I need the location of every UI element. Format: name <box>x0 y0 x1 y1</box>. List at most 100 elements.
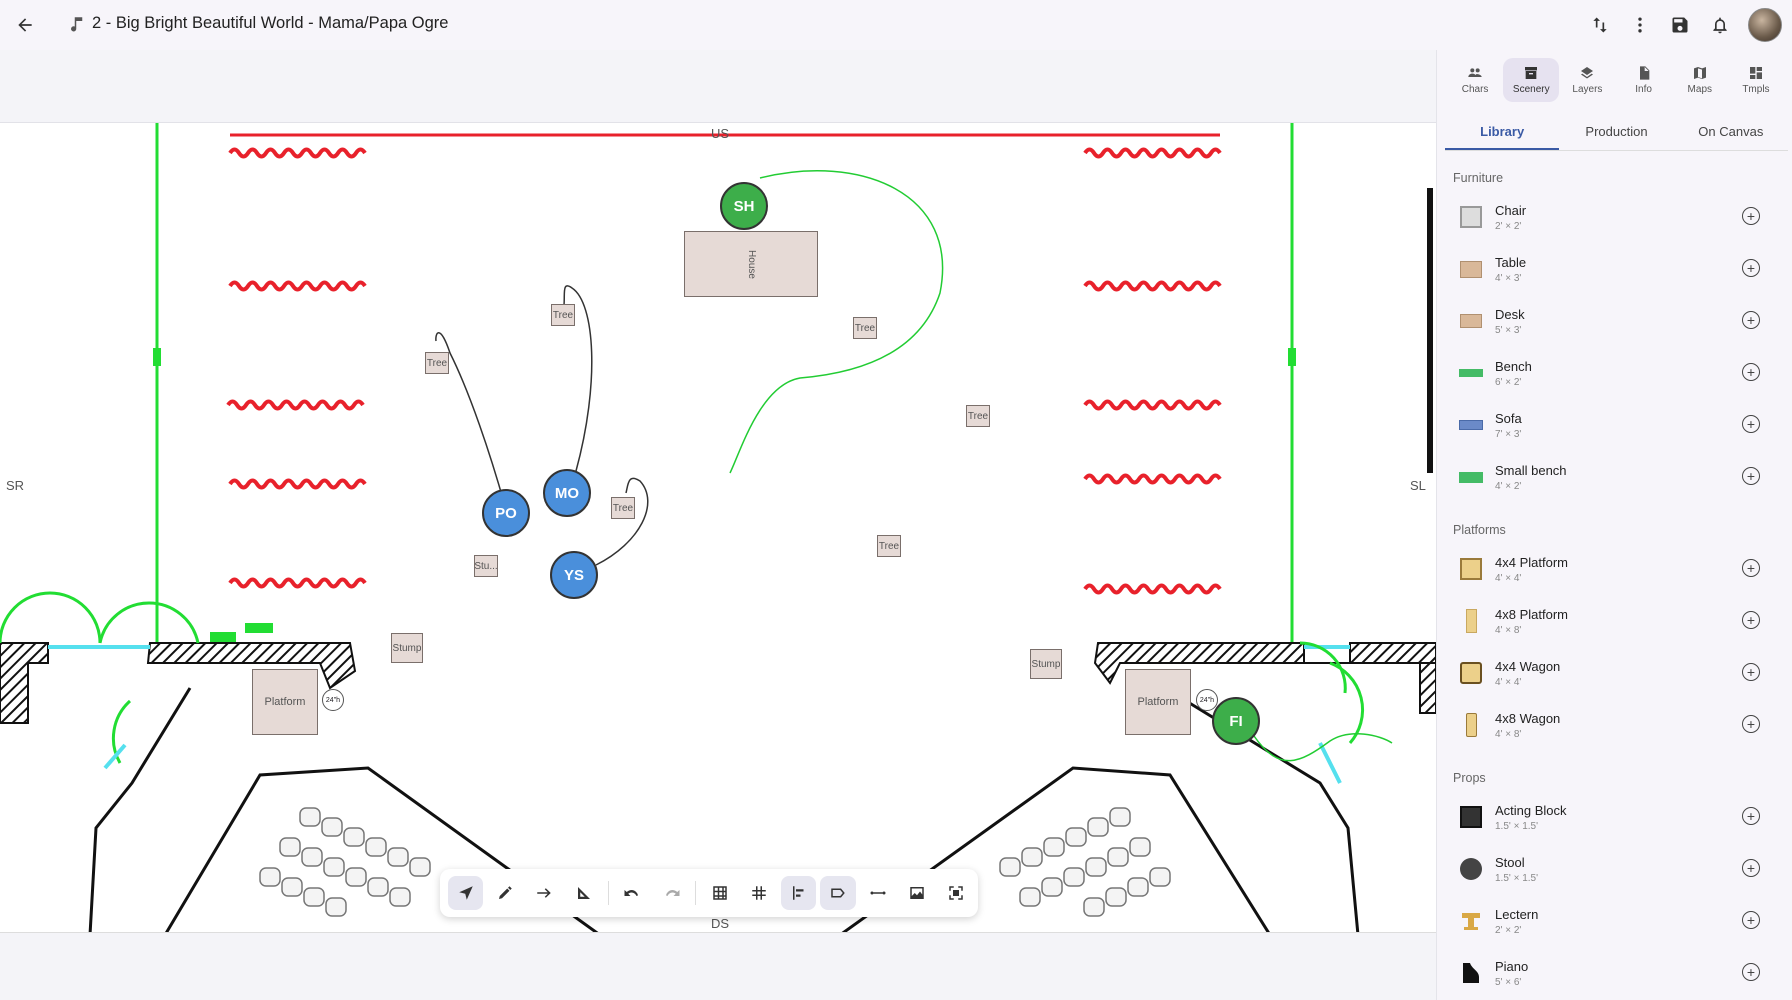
section-heading-props: Props <box>1453 771 1486 785</box>
nav-tmpls[interactable]: Tmpls <box>1728 58 1784 102</box>
toolbar-divider <box>695 881 697 905</box>
house-set-piece[interactable]: House <box>684 231 818 297</box>
sort-button[interactable] <box>1580 8 1620 42</box>
stump-prop[interactable]: Stump <box>1030 649 1062 679</box>
riser-height-badge: 24"h <box>322 689 344 711</box>
tree-prop[interactable]: Tree <box>551 304 575 326</box>
redo-button[interactable] <box>654 876 689 910</box>
image-button[interactable] <box>899 876 934 910</box>
tree-prop[interactable]: Tree <box>425 352 449 374</box>
lectern-icon <box>1459 909 1483 933</box>
stump-prop[interactable]: Stu... <box>474 555 498 577</box>
add-circle-icon[interactable]: + <box>1742 807 1760 825</box>
draw-icon <box>499 886 512 899</box>
tab-production[interactable]: Production <box>1585 124 1648 139</box>
character-chip-sh[interactable]: SH <box>720 182 768 230</box>
stage-canvas[interactable]: US DS SR SL House Tree Tree Tree Tree Tr… <box>0 122 1436 932</box>
nav-scenery[interactable]: Scenery <box>1503 58 1560 102</box>
character-chip-mo[interactable]: MO <box>543 469 591 517</box>
back-button[interactable] <box>12 12 38 38</box>
add-circle-icon[interactable]: + <box>1742 715 1760 733</box>
sofa-swatch <box>1459 413 1483 437</box>
stage-right-label: SR <box>6 478 25 493</box>
acting-block-swatch <box>1459 805 1483 829</box>
bench-swatch <box>1459 361 1483 385</box>
grid-icon <box>713 886 727 900</box>
snap-button[interactable] <box>742 876 777 910</box>
user-avatar[interactable] <box>1748 8 1782 42</box>
notifications-button[interactable] <box>1700 8 1740 42</box>
character-chip-ys[interactable]: YS <box>550 551 598 599</box>
dashboard-icon <box>1749 67 1762 79</box>
more-button[interactable] <box>1620 8 1660 42</box>
tree-prop[interactable]: Tree <box>877 535 901 557</box>
fit-screen-icon <box>949 886 964 900</box>
add-circle-icon[interactable]: + <box>1742 467 1760 485</box>
character-chip-po[interactable]: PO <box>482 489 530 537</box>
add-circle-icon[interactable]: + <box>1742 611 1760 629</box>
platform-swatch <box>1459 609 1483 633</box>
add-circle-icon[interactable]: + <box>1742 911 1760 929</box>
add-circle-icon[interactable]: + <box>1742 207 1760 225</box>
tab-on-canvas[interactable]: On Canvas <box>1698 124 1764 139</box>
nav-chars[interactable]: Chars <box>1447 58 1503 102</box>
add-circle-icon[interactable]: + <box>1742 415 1760 433</box>
tree-prop[interactable]: Tree <box>611 497 635 519</box>
align-button[interactable] <box>781 876 817 910</box>
downstage-label: DS <box>711 916 730 931</box>
nav-layers[interactable]: Layers <box>1559 58 1615 102</box>
add-circle-icon[interactable]: + <box>1742 311 1760 329</box>
tab-library[interactable]: Library <box>1445 116 1560 150</box>
music-note-icon <box>71 16 83 31</box>
section-heading-furniture: Furniture <box>1453 171 1504 185</box>
line-tool-button[interactable] <box>527 876 562 910</box>
platform-set-piece[interactable]: Platform <box>252 669 318 735</box>
undo-button[interactable] <box>615 876 650 910</box>
scenery-panel: Chars Scenery Layers Info Maps Tmpls Lib… <box>1436 50 1792 1000</box>
tree-prop[interactable]: Tree <box>966 405 990 427</box>
bell-icon <box>1713 17 1727 34</box>
add-circle-icon[interactable]: + <box>1742 963 1760 981</box>
platform-set-piece[interactable]: Platform <box>1125 669 1191 735</box>
stool-swatch <box>1459 857 1483 881</box>
add-circle-icon[interactable]: + <box>1742 859 1760 877</box>
add-circle-icon[interactable]: + <box>1742 259 1760 277</box>
tree-prop[interactable]: Tree <box>853 317 877 339</box>
distance-button[interactable] <box>860 876 895 910</box>
nav-info[interactable]: Info <box>1616 58 1672 102</box>
add-circle-icon[interactable]: + <box>1742 663 1760 681</box>
character-chip-fi[interactable]: FI <box>1212 697 1260 745</box>
redo-icon <box>665 890 680 896</box>
stump-prop[interactable]: Stump <box>391 633 423 663</box>
platform-swatch <box>1459 557 1483 581</box>
add-circle-icon[interactable]: + <box>1742 363 1760 381</box>
desk-swatch <box>1459 309 1483 333</box>
grid-button[interactable] <box>702 876 737 910</box>
arrow-back-icon <box>18 18 32 32</box>
fit-screen-button[interactable] <box>939 876 974 910</box>
nav-maps[interactable]: Maps <box>1672 58 1728 102</box>
save-button[interactable] <box>1660 8 1700 42</box>
select-tool-button[interactable] <box>448 876 484 910</box>
add-circle-icon[interactable]: + <box>1742 559 1760 577</box>
draw-tool-button[interactable] <box>487 876 522 910</box>
label-button[interactable] <box>820 876 856 910</box>
title-text: 2 - Big Bright Beautiful World - Mama/Pa… <box>92 14 449 32</box>
measure-tool-button[interactable] <box>566 876 601 910</box>
undo-icon <box>624 890 639 896</box>
chair-swatch <box>1459 205 1483 229</box>
